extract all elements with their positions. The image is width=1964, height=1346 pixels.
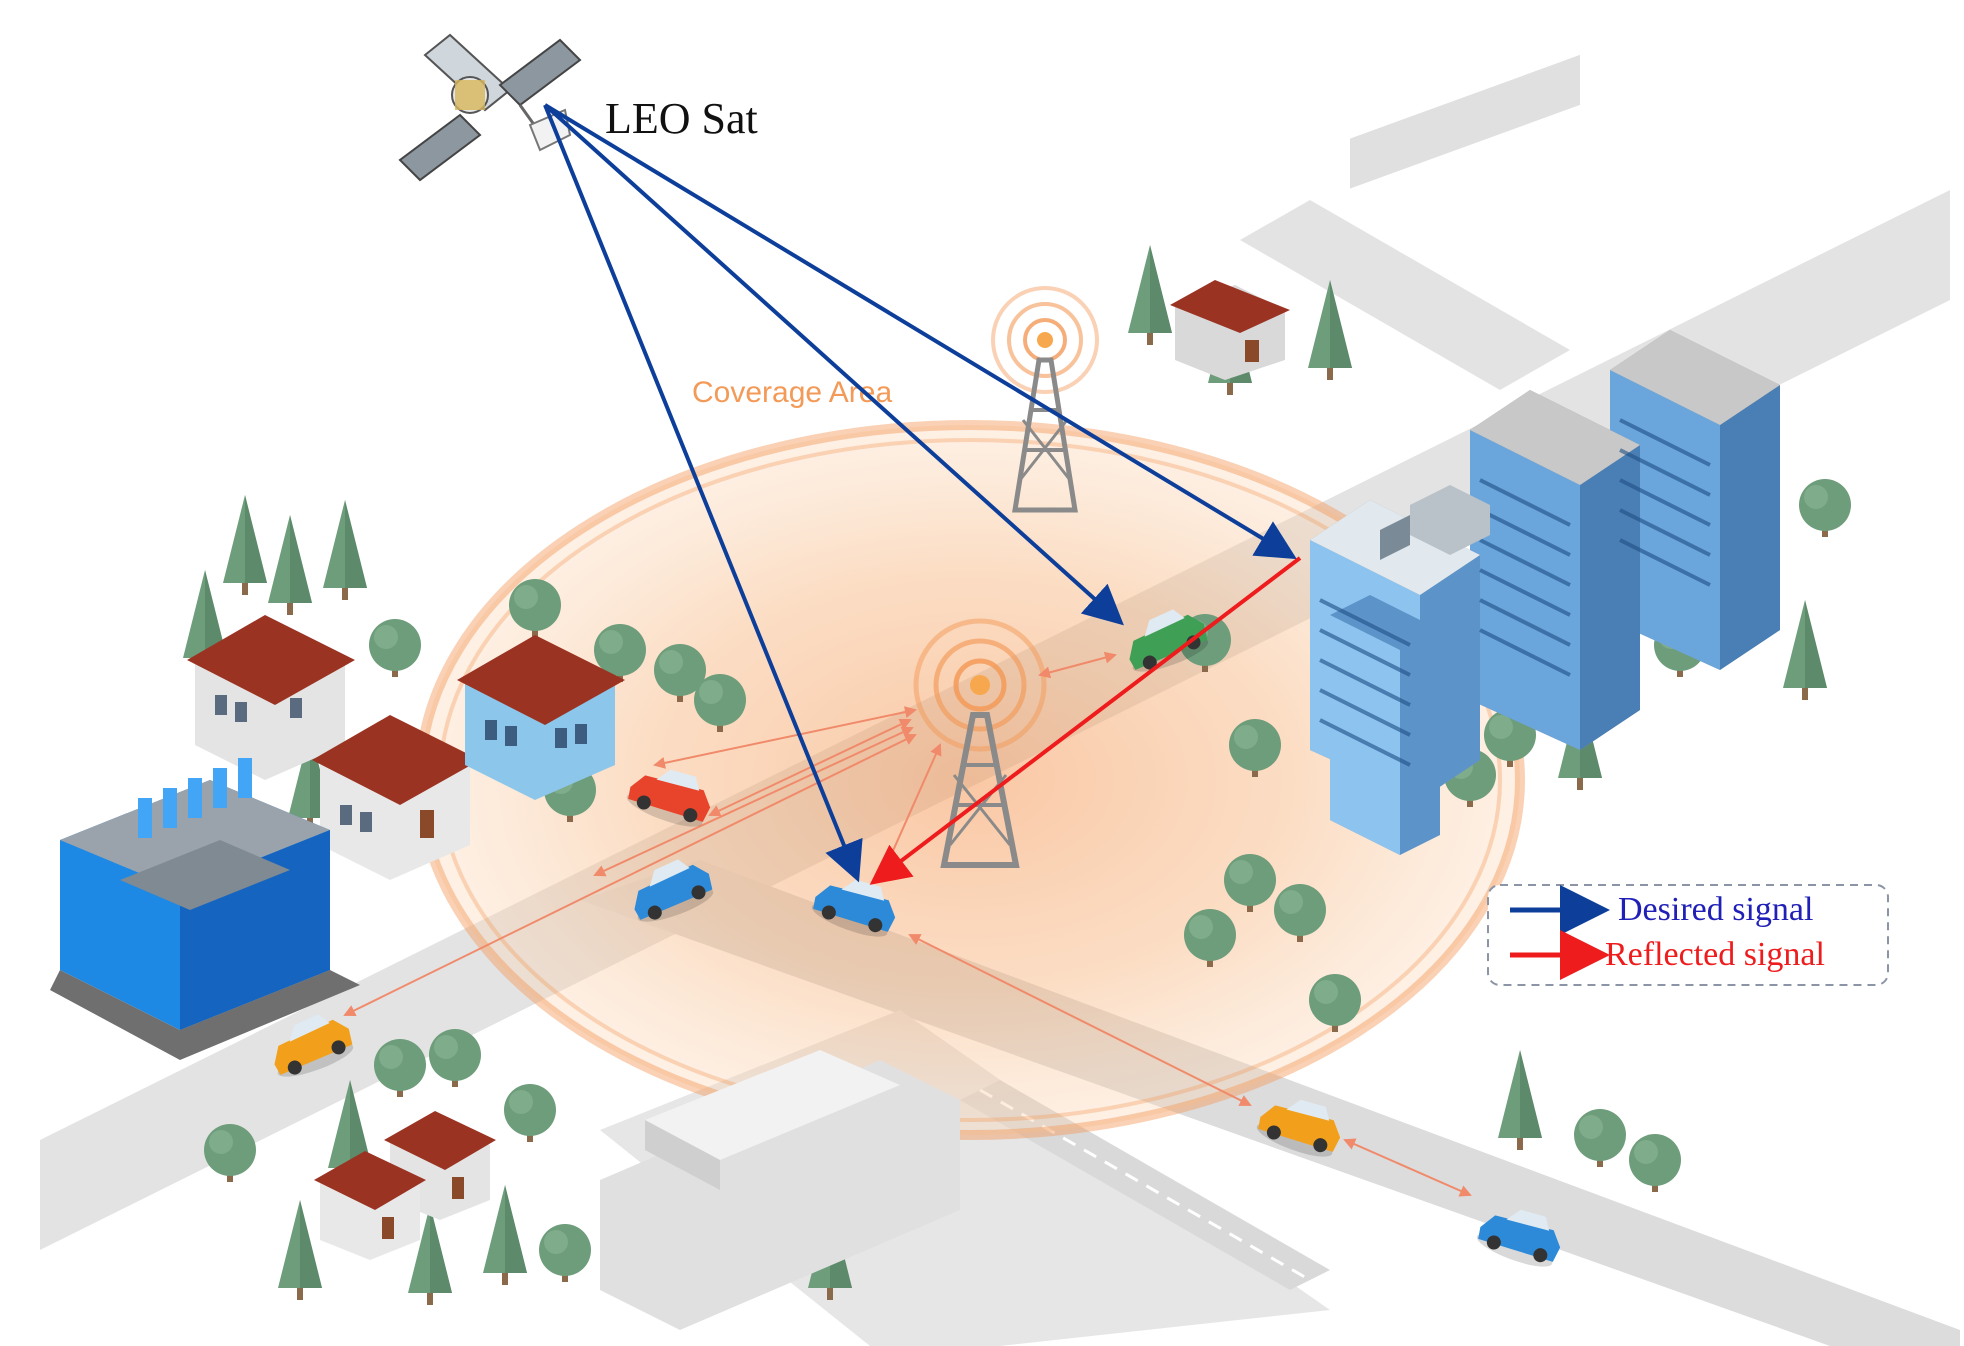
satellite-label: LEO Sat xyxy=(605,94,758,143)
house-icon xyxy=(1170,280,1290,380)
legend-desired-label: Desired signal xyxy=(1618,891,1813,928)
tree-icon xyxy=(1629,1134,1681,1192)
desired-signals xyxy=(543,103,1297,883)
tree-icon xyxy=(323,500,367,600)
tree-icon xyxy=(268,515,312,615)
tree-icon xyxy=(369,619,421,677)
legend-reflected-label: Reflected signal xyxy=(1605,936,1825,973)
house-icon xyxy=(187,615,355,780)
office-buildings xyxy=(1310,330,1780,855)
house-icon xyxy=(314,1151,426,1260)
cell-tower-icon xyxy=(991,286,1099,513)
tree-icon xyxy=(1783,600,1827,700)
cell-tower-icon xyxy=(913,618,1047,868)
low-building xyxy=(600,1050,960,1330)
office-building-icon xyxy=(1470,390,1640,750)
tree-icon xyxy=(504,1084,556,1142)
tree-icon xyxy=(1799,479,1851,537)
tree-icon xyxy=(1574,1109,1626,1167)
tree-icon xyxy=(278,1200,322,1300)
tree-icon xyxy=(1498,1050,1542,1150)
reflected-signal xyxy=(869,556,1302,885)
satellite-icon xyxy=(398,33,582,182)
cars xyxy=(263,485,1569,1274)
tree-icon xyxy=(539,1224,591,1282)
tree-icon xyxy=(374,1039,426,1097)
tree-icon xyxy=(429,1029,481,1087)
legend: Desired signal Reflected signal xyxy=(1487,884,1889,986)
tree-icon xyxy=(223,495,267,595)
tower-links xyxy=(343,651,1472,1197)
tree-icon xyxy=(204,1124,256,1182)
coverage-area-label: Coverage Area xyxy=(692,376,892,409)
office-stripes xyxy=(1319,418,1711,767)
factory-icon xyxy=(50,758,360,1060)
truck-icon xyxy=(1380,485,1490,560)
tree-icon xyxy=(1128,245,1172,345)
